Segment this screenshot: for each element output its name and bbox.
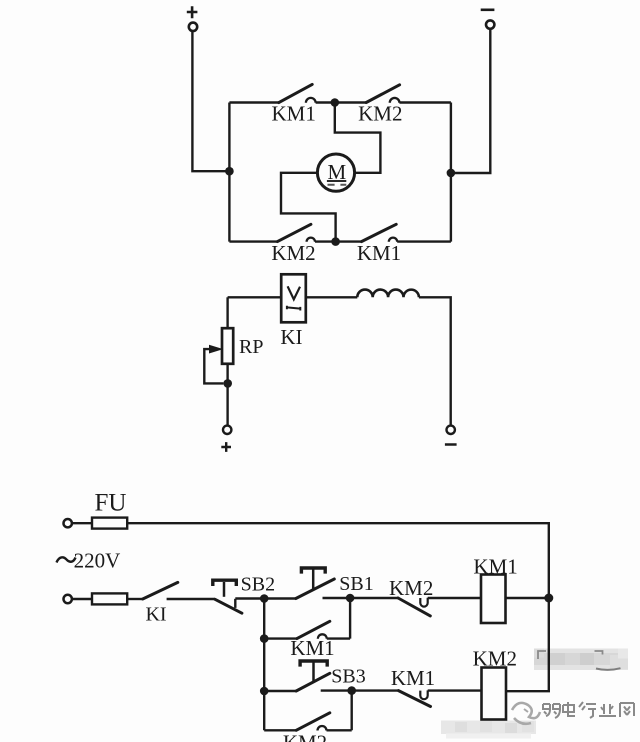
svg-text:KI: KI bbox=[145, 604, 166, 626]
svg-text:KM1: KM1 bbox=[290, 636, 334, 660]
svg-text:SB2: SB2 bbox=[241, 573, 275, 595]
svg-text:KM1: KM1 bbox=[357, 241, 401, 265]
svg-text:KM2: KM2 bbox=[473, 647, 517, 671]
svg-text:KM2: KM2 bbox=[271, 241, 315, 265]
svg-text:SB3: SB3 bbox=[331, 666, 365, 688]
svg-text:KM1: KM1 bbox=[391, 666, 435, 690]
svg-text:M: M bbox=[327, 160, 346, 184]
svg-text:KM1: KM1 bbox=[272, 102, 316, 126]
svg-text:220V: 220V bbox=[74, 549, 121, 573]
svg-text:KM2: KM2 bbox=[283, 731, 327, 742]
svg-text:KM2: KM2 bbox=[389, 576, 433, 600]
svg-text:KI: KI bbox=[280, 325, 302, 349]
svg-text:KM2: KM2 bbox=[358, 102, 402, 126]
svg-text:KM1: KM1 bbox=[473, 555, 517, 579]
svg-text:FU: FU bbox=[95, 490, 127, 517]
svg-text:RP: RP bbox=[239, 336, 263, 358]
svg-text:SB1: SB1 bbox=[339, 573, 373, 595]
